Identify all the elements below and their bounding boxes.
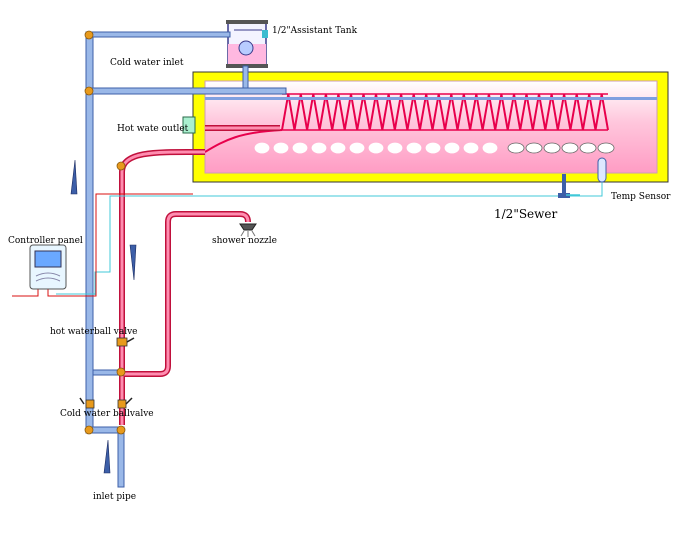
hot-outlet-pipe [119,148,206,425]
float-ball-icon [238,40,254,56]
power-wire [12,288,39,297]
assistant-tank-connector [262,30,268,38]
controller-panel-icon [29,244,67,290]
tube-end [254,142,270,154]
sensor-wire [94,175,603,295]
tube-end [311,142,327,154]
label-cold-water-inlet: Cold water inlet [110,58,184,68]
water-tank [192,71,669,183]
cold-pipe-to-assistant [85,31,231,38]
tube-end [463,142,479,154]
tube-end [406,142,422,154]
shower-nozzle-icon [239,223,257,237]
tube-end [579,142,597,154]
wires [12,175,603,297]
up-arrow-icon [103,439,111,474]
tube-end [292,142,308,154]
tube-end [387,142,403,154]
tube-end [525,142,543,154]
tube-end [368,142,384,154]
tube-end [349,142,365,154]
up-arrow-icon [70,159,78,195]
tube-end [425,142,441,154]
label-hot-water-outlet: Hot wate outlet [117,124,189,134]
cold-inlet-pipe [85,87,287,95]
label-hot-water-ball-valve: hot waterball valve [50,327,138,337]
tube-end [273,142,289,154]
tube-end [507,142,525,154]
assistant-downpipe [242,65,249,89]
tube-end [543,142,561,154]
outlet-junction [182,116,196,134]
tube-end [597,142,615,154]
label-controller-panel: Controller panel [8,236,83,246]
pipe-joints [84,30,126,435]
tube-end [444,142,460,154]
label-assistant-tank: 1/2"Assistant Tank [272,26,358,36]
heating-coil [281,93,609,131]
temp-sensor-icon [597,157,607,183]
tube-end [482,142,498,154]
coil-spiral [281,93,609,131]
down-arrow-icon [129,244,137,281]
flow-arrows [70,159,137,474]
label-temp-sensor: Temp Sensor [611,192,671,202]
assistant-tank [226,20,268,68]
sewer-valve-icon [558,174,580,198]
cold-water-ball-valve-icon [79,397,133,409]
hot-water-ball-valve-icon [116,337,135,347]
tube-end [330,142,346,154]
inlet-pipe [117,426,125,488]
tube-end [561,142,579,154]
label-inlet-pipe: inlet pipe [93,492,136,502]
label-shower-nozzle: shower nozzle [212,236,277,246]
label-cold-water-ball-valve: Cold water ballvalve [60,409,154,419]
label-sewer: 1/2"Sewer [494,207,558,221]
cold-water-pipes [85,31,657,488]
evacuated-tubes [254,142,615,154]
